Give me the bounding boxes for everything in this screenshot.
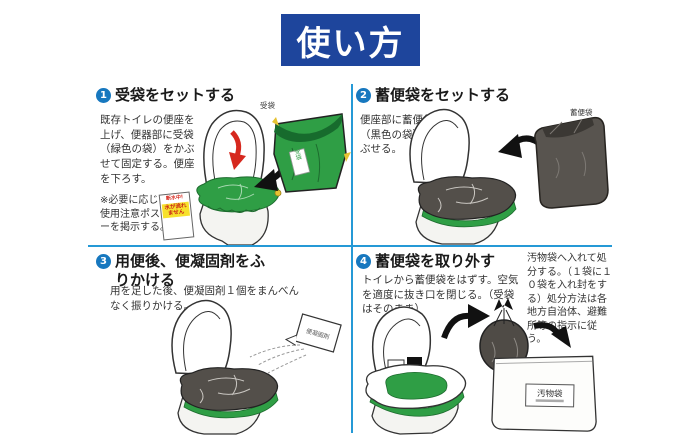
black-bag-on-toilet xyxy=(417,176,517,220)
green-bag-rim xyxy=(183,392,279,419)
lid-sensor xyxy=(407,357,422,366)
black-storage-bag: 蓄便袋 xyxy=(534,107,609,209)
toilet-lid xyxy=(371,306,432,377)
step4-illustration: 汚物袋 xyxy=(365,298,597,435)
green-receiving-bag: 受袋 受袋 xyxy=(260,100,351,193)
toilet-lid xyxy=(203,109,265,192)
red-down-arrow-icon xyxy=(229,130,246,170)
step3-heading-text: 用便後、便凝固剤をふりかける xyxy=(115,252,266,289)
disposal-bag: 汚物袋 xyxy=(491,355,597,432)
step4-heading-text: 蓄便袋を取り外す xyxy=(375,252,496,270)
bag-corner-tab xyxy=(344,152,351,162)
step1-note: ※必要に応じて使用注意ポスターを掲示する。 xyxy=(100,195,170,233)
page-title: 使い方 xyxy=(296,23,405,64)
bag-opening-line xyxy=(495,360,593,365)
bag-white-tag: 受袋 xyxy=(288,147,311,177)
toilet-lid xyxy=(409,108,470,185)
disposal-bag-tag: 汚物袋 xyxy=(525,383,575,408)
green-bag-rim xyxy=(421,201,517,228)
step1-number-badge: 1 xyxy=(96,88,111,103)
storage-bag-label: 蓄便袋 xyxy=(570,107,593,117)
fold-lines xyxy=(437,183,489,213)
green-bag-in-seat xyxy=(385,372,448,400)
step3-number-badge: 3 xyxy=(96,254,111,269)
fold-lines xyxy=(217,183,255,201)
toilet-lid xyxy=(171,299,232,376)
step2-heading: 2 蓄便袋をセットする xyxy=(356,86,510,105)
step4-body: トイレから蓄便袋をはずす。空気を適度に抜き口を閉じる。（受袋はそのまま） xyxy=(362,274,519,316)
step3-heading: 3 用便後、便凝固剤をふりかける xyxy=(96,252,265,290)
horizontal-divider xyxy=(88,245,612,247)
fold-lines xyxy=(199,374,251,404)
step2-heading-text: 蓄便袋をセットする xyxy=(375,86,511,104)
step1-illustration: 受袋 受袋 xyxy=(196,100,351,245)
black-arrow-up-icon xyxy=(441,304,490,340)
step2-number-badge: 2 xyxy=(356,88,371,103)
tag-small-print xyxy=(535,399,564,403)
gather-lines xyxy=(493,308,515,327)
step1-heading: 1 受袋をセットする xyxy=(96,86,235,105)
poster-message: 水が流れません xyxy=(161,201,191,219)
step4-side-note: 汚物袋へ入れて処分する。（１袋に１０袋を入れ封をする）処分方法は各地方自治体、避… xyxy=(527,253,612,345)
black-bag-on-toilet xyxy=(179,367,279,411)
step2-illustration: 蓄便袋 xyxy=(409,107,609,245)
bag-clip xyxy=(274,189,282,197)
coagulant-sachet: 便凝固剤 xyxy=(284,313,342,353)
bag-knot xyxy=(494,298,513,311)
toilet-seat xyxy=(365,364,467,409)
vertical-divider xyxy=(351,84,353,433)
step4-number-badge: 4 xyxy=(356,254,371,269)
receiving-bag-label: 受袋 xyxy=(260,100,275,110)
step4-heading: 4 蓄便袋を取り外す xyxy=(356,252,495,271)
bag-corner-tab xyxy=(272,117,279,126)
step3-body: 用を足した後、便凝固剤１個をまんべんなく振りかける。 xyxy=(110,285,299,312)
title-banner: 使い方 xyxy=(281,14,420,66)
pour-lines xyxy=(249,344,307,374)
step3-illustration: 便凝固剤 xyxy=(171,299,342,435)
bag-tag-text: 受袋 xyxy=(292,147,302,162)
step1-body: 既存トイレの便座を上げ、便器部に受袋（緑色の袋）をかぶせて固定する。便座を下ろす… xyxy=(100,114,195,185)
step1-heading-text: 受袋をセットする xyxy=(115,86,236,104)
disposal-bag-label: 汚物袋 xyxy=(537,388,563,399)
sachet-spout xyxy=(284,334,297,346)
fold-lines xyxy=(549,118,587,179)
black-arrow-right-icon xyxy=(533,322,571,348)
